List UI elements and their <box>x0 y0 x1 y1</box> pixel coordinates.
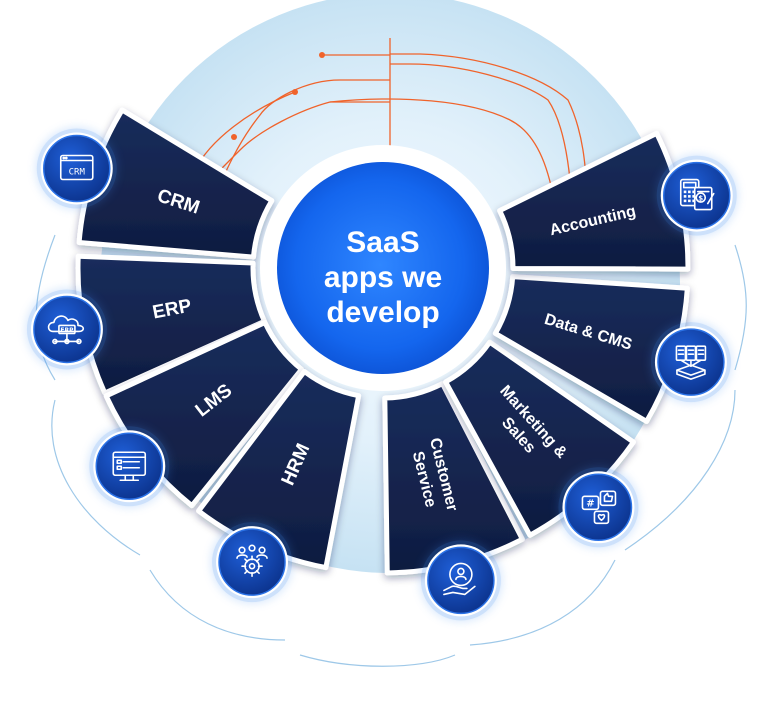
center-line-3: develop <box>326 296 439 329</box>
segment-7: Data & CMS <box>492 274 690 424</box>
svg-text:CRM: CRM <box>69 167 86 177</box>
segment-shape <box>196 369 362 571</box>
center-hub-core <box>277 162 489 374</box>
accounting-calculator-icon: $ <box>656 155 737 236</box>
center-line-1: SaaS <box>346 226 419 259</box>
segment-shape <box>76 107 275 260</box>
segment-shape <box>382 381 525 576</box>
erp-cloud-icon: ERP <box>26 289 107 370</box>
lms-screen-icon <box>89 426 170 507</box>
marketing-chat-like-icon: # <box>558 467 639 548</box>
hrm-team-gear-icon <box>212 522 293 603</box>
svg-text:#: # <box>586 498 594 509</box>
center-hub: SaaS apps we develop <box>260 145 506 391</box>
svg-text:$: $ <box>698 195 703 203</box>
center-line-2: apps we <box>324 261 442 294</box>
icon-badges: CRM ERP # $ <box>26 128 737 621</box>
svg-text:ERP: ERP <box>60 327 74 334</box>
segment-8: Accounting <box>497 130 691 272</box>
segment-1: CRM <box>76 107 275 260</box>
segment-shape <box>497 130 691 272</box>
segment-shape <box>492 274 690 424</box>
segment-shape <box>75 253 267 396</box>
data-cms-database-icon <box>650 322 731 403</box>
outer-connectors <box>35 234 747 667</box>
segment-2: ERP <box>75 253 267 396</box>
crm-monitor-icon: CRM <box>36 128 117 209</box>
customer-service-hand-icon <box>420 540 501 621</box>
segment-4: HRM <box>196 369 362 571</box>
